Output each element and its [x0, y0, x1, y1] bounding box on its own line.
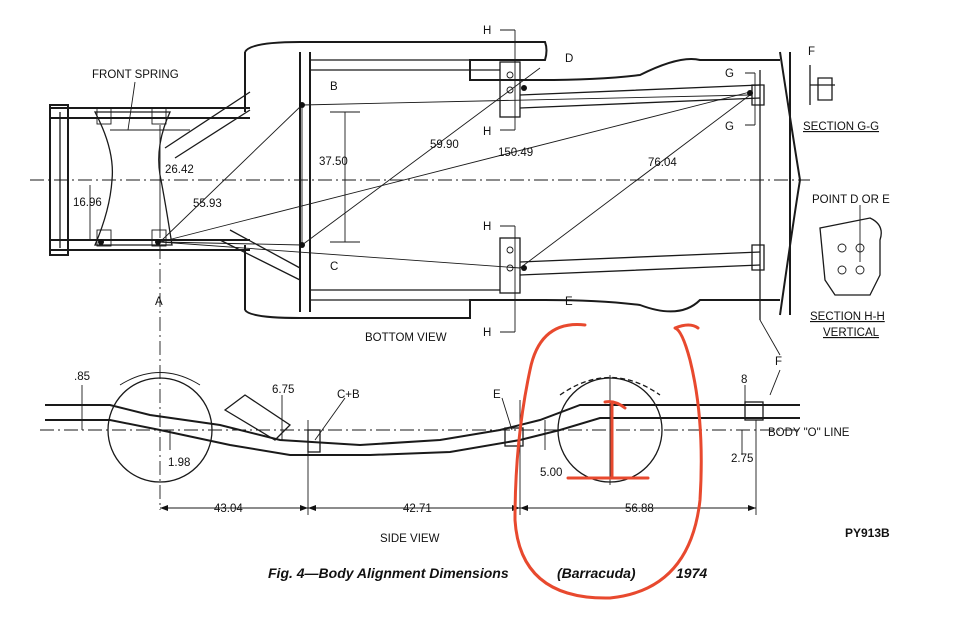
figure-caption: Fig. 4—Body Alignment Dimensions (Barrac…: [268, 565, 707, 581]
front-crossmember: [49, 104, 69, 256]
dim-42-71: 42.71: [403, 503, 432, 515]
red-t-mark: [566, 400, 650, 480]
rear-crossmember: [779, 51, 802, 316]
bracket-e: [499, 237, 521, 294]
dim-56-88: 56.88: [625, 503, 654, 515]
dim-8: 8: [741, 374, 747, 386]
front-rail-lower: [50, 239, 250, 251]
dim-43-04: 43.04: [214, 503, 243, 515]
caption-text: Fig. 4—Body Alignment Dimensions: [268, 565, 509, 581]
point-h-1: H: [483, 25, 491, 37]
dim-76-04: 76.04: [648, 157, 677, 169]
dim-85: .85: [74, 371, 90, 383]
point-e-side: E: [493, 389, 501, 401]
point-h-2: H: [483, 126, 491, 138]
point-g-bottom: G: [725, 121, 734, 133]
label-body-o-line: BODY "O" LINE: [768, 427, 850, 439]
side-rail-upper: [45, 404, 800, 447]
caption-year: 1974: [676, 565, 707, 581]
dim-1-98: 1.98: [168, 457, 190, 469]
dim-5-00: 5.00: [540, 467, 562, 479]
point-d-e-detail: [819, 205, 882, 296]
label-section-hh: SECTION H-H: [810, 311, 885, 323]
side-rail-lower: [45, 417, 800, 456]
red-markup: [513, 323, 703, 600]
front-spring-plate: [93, 111, 173, 246]
label-front-spring: FRONT SPRING: [92, 69, 179, 81]
label-figure-code: PY913B: [845, 526, 890, 540]
label-bottom-view: BOTTOM VIEW: [365, 332, 447, 344]
point-c: C: [330, 261, 338, 273]
point-h-3: H: [483, 221, 491, 233]
point-b: B: [330, 81, 338, 93]
main-rail-upper: [244, 41, 780, 81]
front-rail-upper: [50, 107, 250, 119]
dim-16-96: 16.96: [73, 197, 102, 209]
label-section-gg: SECTION G-G: [803, 121, 879, 133]
dim-150-49: 150.49: [498, 147, 533, 159]
text-labels: FRONT SPRING BOTTOM VIEW SIDE VIEW SECTI…: [73, 25, 890, 545]
label-vertical: VERTICAL: [823, 327, 880, 339]
main-rail-lower: [244, 299, 780, 319]
dim-26-42: 26.42: [165, 164, 194, 176]
point-h-4: H: [483, 327, 491, 339]
point-e: E: [565, 296, 573, 308]
section-gg-detail: [809, 65, 835, 105]
bottom-view-frame: [30, 41, 810, 320]
point-d: D: [565, 53, 573, 65]
label-point-d-or-e: POINT D OR E: [812, 194, 890, 206]
dim-2-75: 2.75: [731, 453, 753, 465]
label-side-view: SIDE VIEW: [380, 533, 440, 545]
red-circle-annotation: [513, 323, 703, 600]
bottom-view-dimensions: [89, 29, 781, 510]
bracket-d: [499, 61, 521, 118]
point-f: F: [808, 46, 815, 58]
side-view-dimensions: [81, 375, 757, 515]
point-f-side: F: [775, 356, 782, 368]
side-view-frame: [40, 372, 800, 483]
point-a: A: [155, 296, 163, 308]
dim-37-50: 37.50: [319, 156, 348, 168]
dim-55-93: 55.93: [193, 198, 222, 210]
front-wheel: [107, 377, 213, 483]
point-g-top: G: [725, 68, 734, 80]
dim-6-75: 6.75: [272, 384, 294, 396]
point-c-plus-b: C+B: [337, 389, 360, 401]
dim-59-90: 59.90: [430, 139, 459, 151]
caption-model: (Barracuda): [557, 565, 636, 581]
